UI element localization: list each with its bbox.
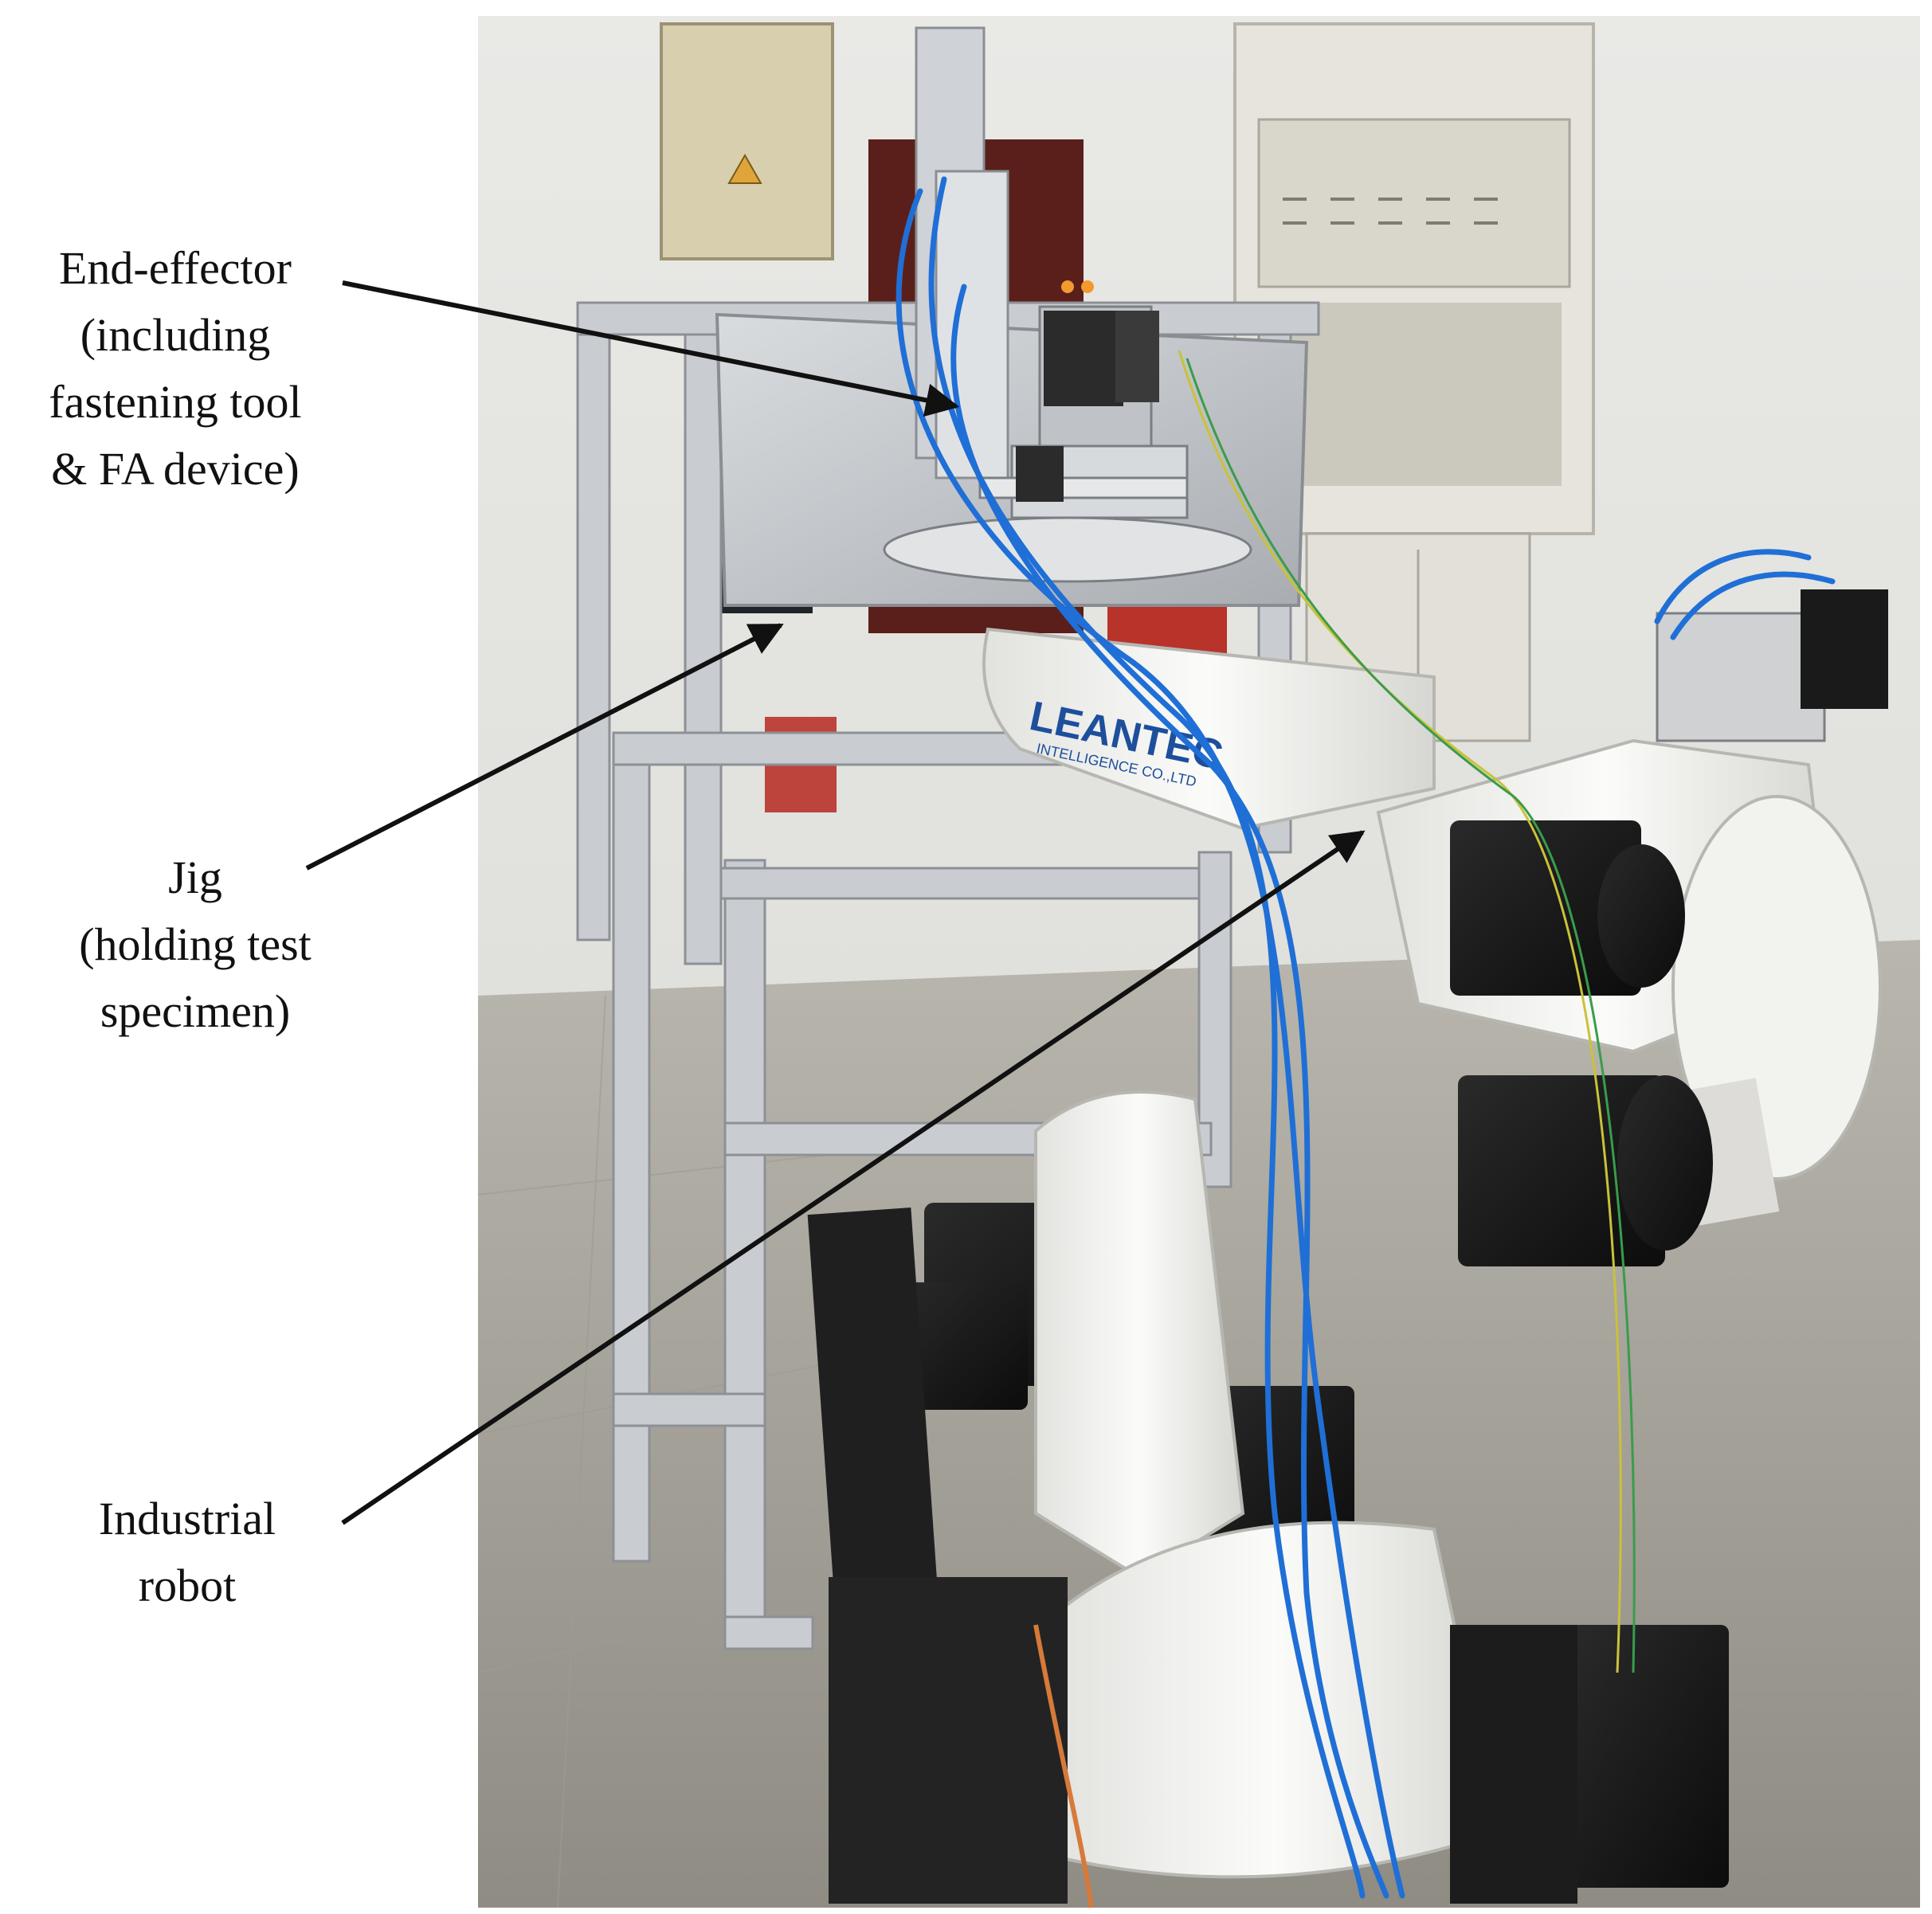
robot-base [807,1090,1577,1904]
blue-pneumatic-cables [895,176,1836,1899]
wall-cabinet [660,22,834,260]
arrow-jig [305,623,784,871]
arrow-end-effector [342,280,960,417]
photo-area: LEANTEC INTELLIGENCE CO.,LTD [477,16,1920,1908]
robot-upper-arm: LEANTEC INTELLIGENCE CO.,LTD [982,627,1436,831]
pneumatic-valves [1656,589,1888,742]
arrow-industrial-robot [341,830,1366,1525]
fume-hood [1233,22,1595,742]
end-effector-assembly [883,26,1252,583]
sensor-wires [1033,350,1636,1908]
annotation-arrows [305,280,1366,1525]
